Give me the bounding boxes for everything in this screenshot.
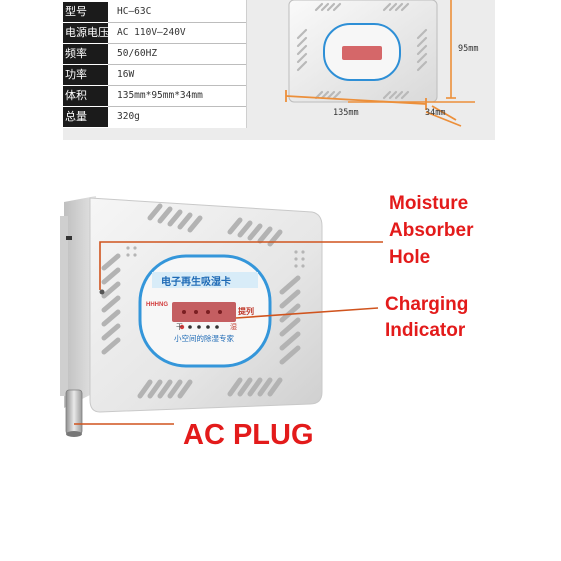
spec-row: 总量 320g — [63, 107, 246, 128]
spec-value: 16W — [117, 69, 135, 80]
callout-text: Indicator — [385, 320, 466, 341]
scale-dry: 干 — [176, 323, 183, 331]
product-photo: 电子再生吸湿卡 HHHNG 提列 干 湿 小空间的除湿专家 — [0, 150, 561, 480]
callout-text: Absorber — [389, 220, 474, 241]
device-dimension-figure: 95mm — [286, 0, 486, 128]
device-slogan: 小空间的除湿专家 — [174, 334, 234, 343]
device-brand: HHHNG — [146, 302, 168, 308]
spec-key: 型号 — [63, 2, 108, 23]
charging-indicator-callout: Charging Indicator — [385, 292, 468, 344]
spec-key: 功率 — [63, 65, 108, 86]
dimension-depth: 34mm — [425, 108, 446, 118]
spec-row: 频率 50/60HZ — [63, 44, 246, 65]
device-thumbnail — [288, 0, 486, 127]
spec-banner: 型号 HC—63C 电源电压 AC 110V—240V 频率 50/60HZ 功… — [63, 0, 495, 140]
callout-text: Hole — [389, 247, 431, 268]
scale-wet: 湿 — [230, 323, 237, 331]
callout-text: Moisture — [389, 193, 469, 214]
ac-plug-callout: AC PLUG — [183, 419, 314, 451]
callout-text: Charging — [385, 294, 469, 315]
dimension-height: 95mm — [458, 44, 479, 54]
device-illustration — [60, 196, 383, 437]
spec-key: 总量 — [63, 107, 108, 128]
spec-row: 型号 HC—63C — [63, 2, 246, 23]
spec-table: 型号 HC—63C 电源电压 AC 110V—240V 频率 50/60HZ 功… — [63, 0, 247, 128]
spec-key: 电源电压 — [63, 23, 108, 44]
spec-row: 功率 16W — [63, 65, 246, 86]
spec-value: 50/60HZ — [117, 48, 158, 59]
spec-value: HC—63C — [117, 6, 152, 17]
spec-value: AC 110V—240V — [117, 27, 186, 38]
spec-key: 频率 — [63, 44, 108, 65]
spec-value: 320g — [117, 111, 140, 122]
spec-row: 体积 135mm*95mm*34mm — [63, 86, 246, 107]
dimension-lines — [285, 90, 457, 121]
dimension-width: 135mm — [333, 108, 359, 118]
spec-value: 135mm*95mm*34mm — [117, 90, 203, 101]
indicator-label: 提列 — [238, 307, 254, 316]
moisture-absorber-callout: Moisture Absorber Hole — [389, 190, 473, 271]
spec-row: 电源电压 AC 110V—240V — [63, 23, 246, 44]
device-title: 电子再生吸湿卡 — [161, 277, 231, 288]
spec-key: 体积 — [63, 86, 108, 107]
